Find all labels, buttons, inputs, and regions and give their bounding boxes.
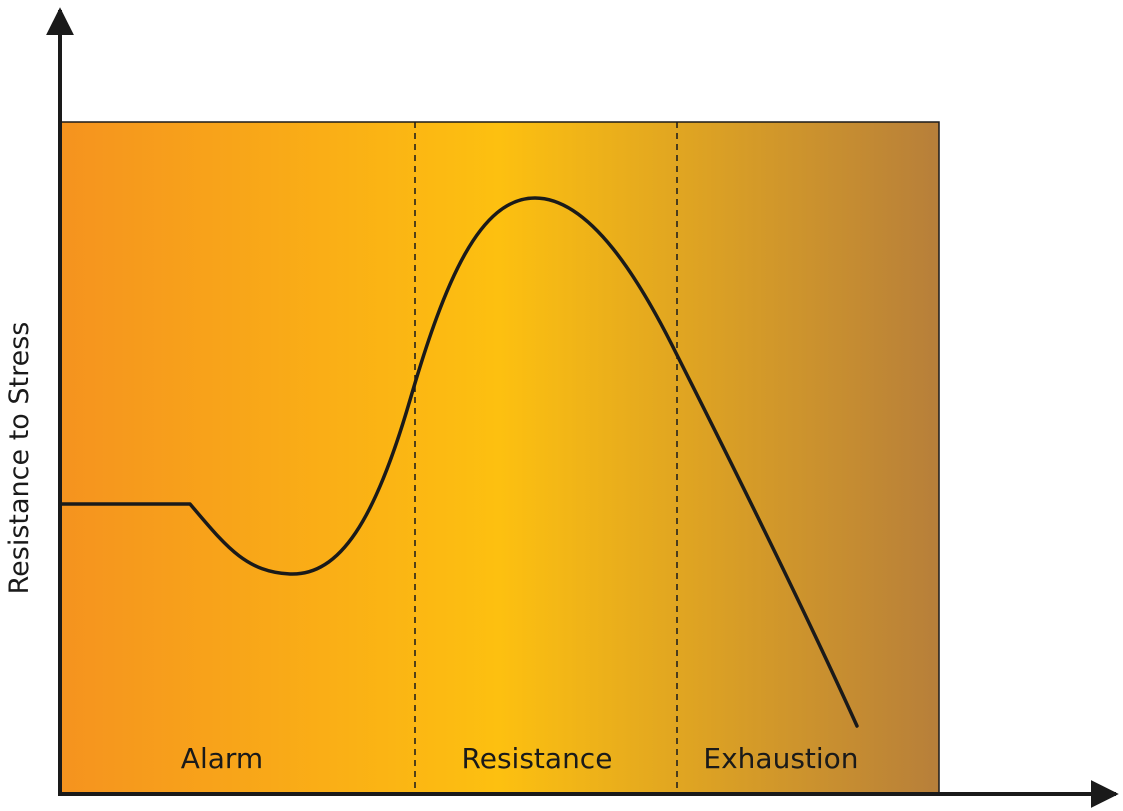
phase-label-resistance: Resistance [462, 742, 613, 775]
phase-background [59, 121, 940, 795]
phase-label-alarm: Alarm [181, 742, 263, 775]
phase-label-exhaustion: Exhaustion [703, 742, 858, 775]
y-axis-label: Resistance to Stress [4, 322, 35, 595]
resistance-curve [58, 196, 859, 728]
